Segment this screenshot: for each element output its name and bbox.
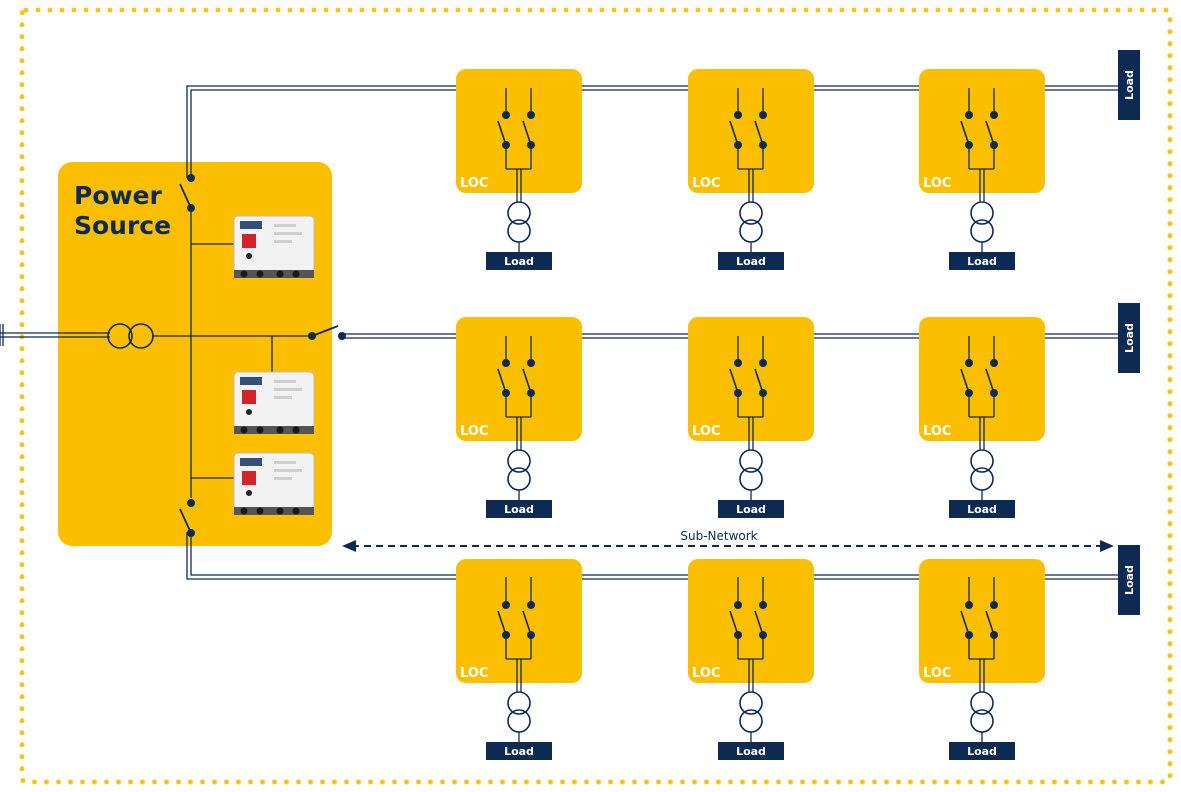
transformer-icon (507, 201, 531, 243)
transformer-icon (970, 201, 994, 243)
loc-label: LOC (460, 424, 488, 439)
load-label: Load (504, 255, 534, 268)
load-box: Load (718, 252, 784, 270)
red-switch-icon (242, 234, 256, 248)
bottom-feeder-switch (179, 499, 195, 537)
load-box: Load (718, 742, 784, 760)
loc-unit: LOC Load (919, 317, 1045, 518)
load-label: Load (967, 255, 997, 268)
loc-box (456, 317, 582, 441)
top-feeder-switch (179, 174, 195, 212)
transformer-icon (739, 201, 763, 243)
load-label: Load (504, 745, 534, 758)
transformer-icon (507, 691, 531, 733)
end-load-label: Load (1123, 70, 1136, 100)
control-unit-device (233, 371, 315, 434)
loc-box (688, 317, 814, 441)
load-label: Load (504, 503, 534, 516)
red-switch-icon (242, 390, 256, 404)
end-load-label: Load (1123, 323, 1136, 353)
end-load-box: Load (1118, 50, 1140, 120)
load-box: Load (486, 500, 552, 518)
end-load-label: Load (1123, 565, 1136, 595)
loc-layer: LOCLoadLOCLoadLOCLoadLOCLoadLOCLoadLOCLo… (456, 69, 1045, 760)
loc-box (919, 317, 1045, 441)
loc-label: LOC (692, 176, 720, 191)
transformer-icon (739, 691, 763, 733)
loc-label: LOC (923, 176, 951, 191)
power-source-label-line2: Source (74, 211, 171, 240)
transformer-icon (739, 449, 763, 491)
load-box: Load (949, 252, 1015, 270)
loc-box (919, 69, 1045, 193)
loc-unit: LOC Load (456, 559, 582, 760)
load-label: Load (736, 503, 766, 516)
loc-box (688, 69, 814, 193)
power-source-label-line1: Power (74, 181, 163, 210)
transformer-icon (507, 449, 531, 491)
middle-feeder-switch (308, 325, 346, 340)
loc-box (456, 69, 582, 193)
loc-label: LOC (460, 176, 488, 191)
end-load-box: Load (1118, 545, 1140, 615)
loc-box (688, 559, 814, 683)
control-unit-device (233, 215, 315, 278)
red-switch-icon (242, 471, 256, 485)
loc-label: LOC (460, 666, 488, 681)
transformer-icon (107, 323, 154, 349)
loc-box (919, 559, 1045, 683)
loc-label: LOC (692, 666, 720, 681)
subnetwork-arrow: Sub-Network (342, 527, 1114, 552)
loc-unit: LOC Load (688, 317, 814, 518)
loc-box (456, 559, 582, 683)
load-label: Load (967, 503, 997, 516)
network-boundary (19, 7, 1173, 785)
loc-unit: LOC Load (919, 559, 1045, 760)
incoming-feed (0, 324, 312, 346)
subnetwork-label: Sub-Network (680, 529, 757, 543)
load-box: Load (486, 252, 552, 270)
control-unit-device (233, 452, 315, 515)
loc-unit: LOC Load (919, 69, 1045, 270)
devices-layer (233, 215, 315, 515)
load-label: Load (736, 255, 766, 268)
loc-label: LOC (923, 666, 951, 681)
loc-unit: LOC Load (456, 317, 582, 518)
loc-label: LOC (692, 424, 720, 439)
loc-unit: LOC Load (688, 559, 814, 760)
load-box: Load (949, 500, 1015, 518)
loc-label: LOC (923, 424, 951, 439)
transformer-icon (970, 449, 994, 491)
load-label: Load (967, 745, 997, 758)
loc-unit: LOC Load (456, 69, 582, 270)
load-label: Load (736, 745, 766, 758)
transformer-icon (970, 691, 994, 733)
load-box: Load (718, 500, 784, 518)
load-box: Load (486, 742, 552, 760)
load-box: Load (949, 742, 1015, 760)
loc-unit: LOC Load (688, 69, 814, 270)
end-load-box: Load (1118, 303, 1140, 373)
